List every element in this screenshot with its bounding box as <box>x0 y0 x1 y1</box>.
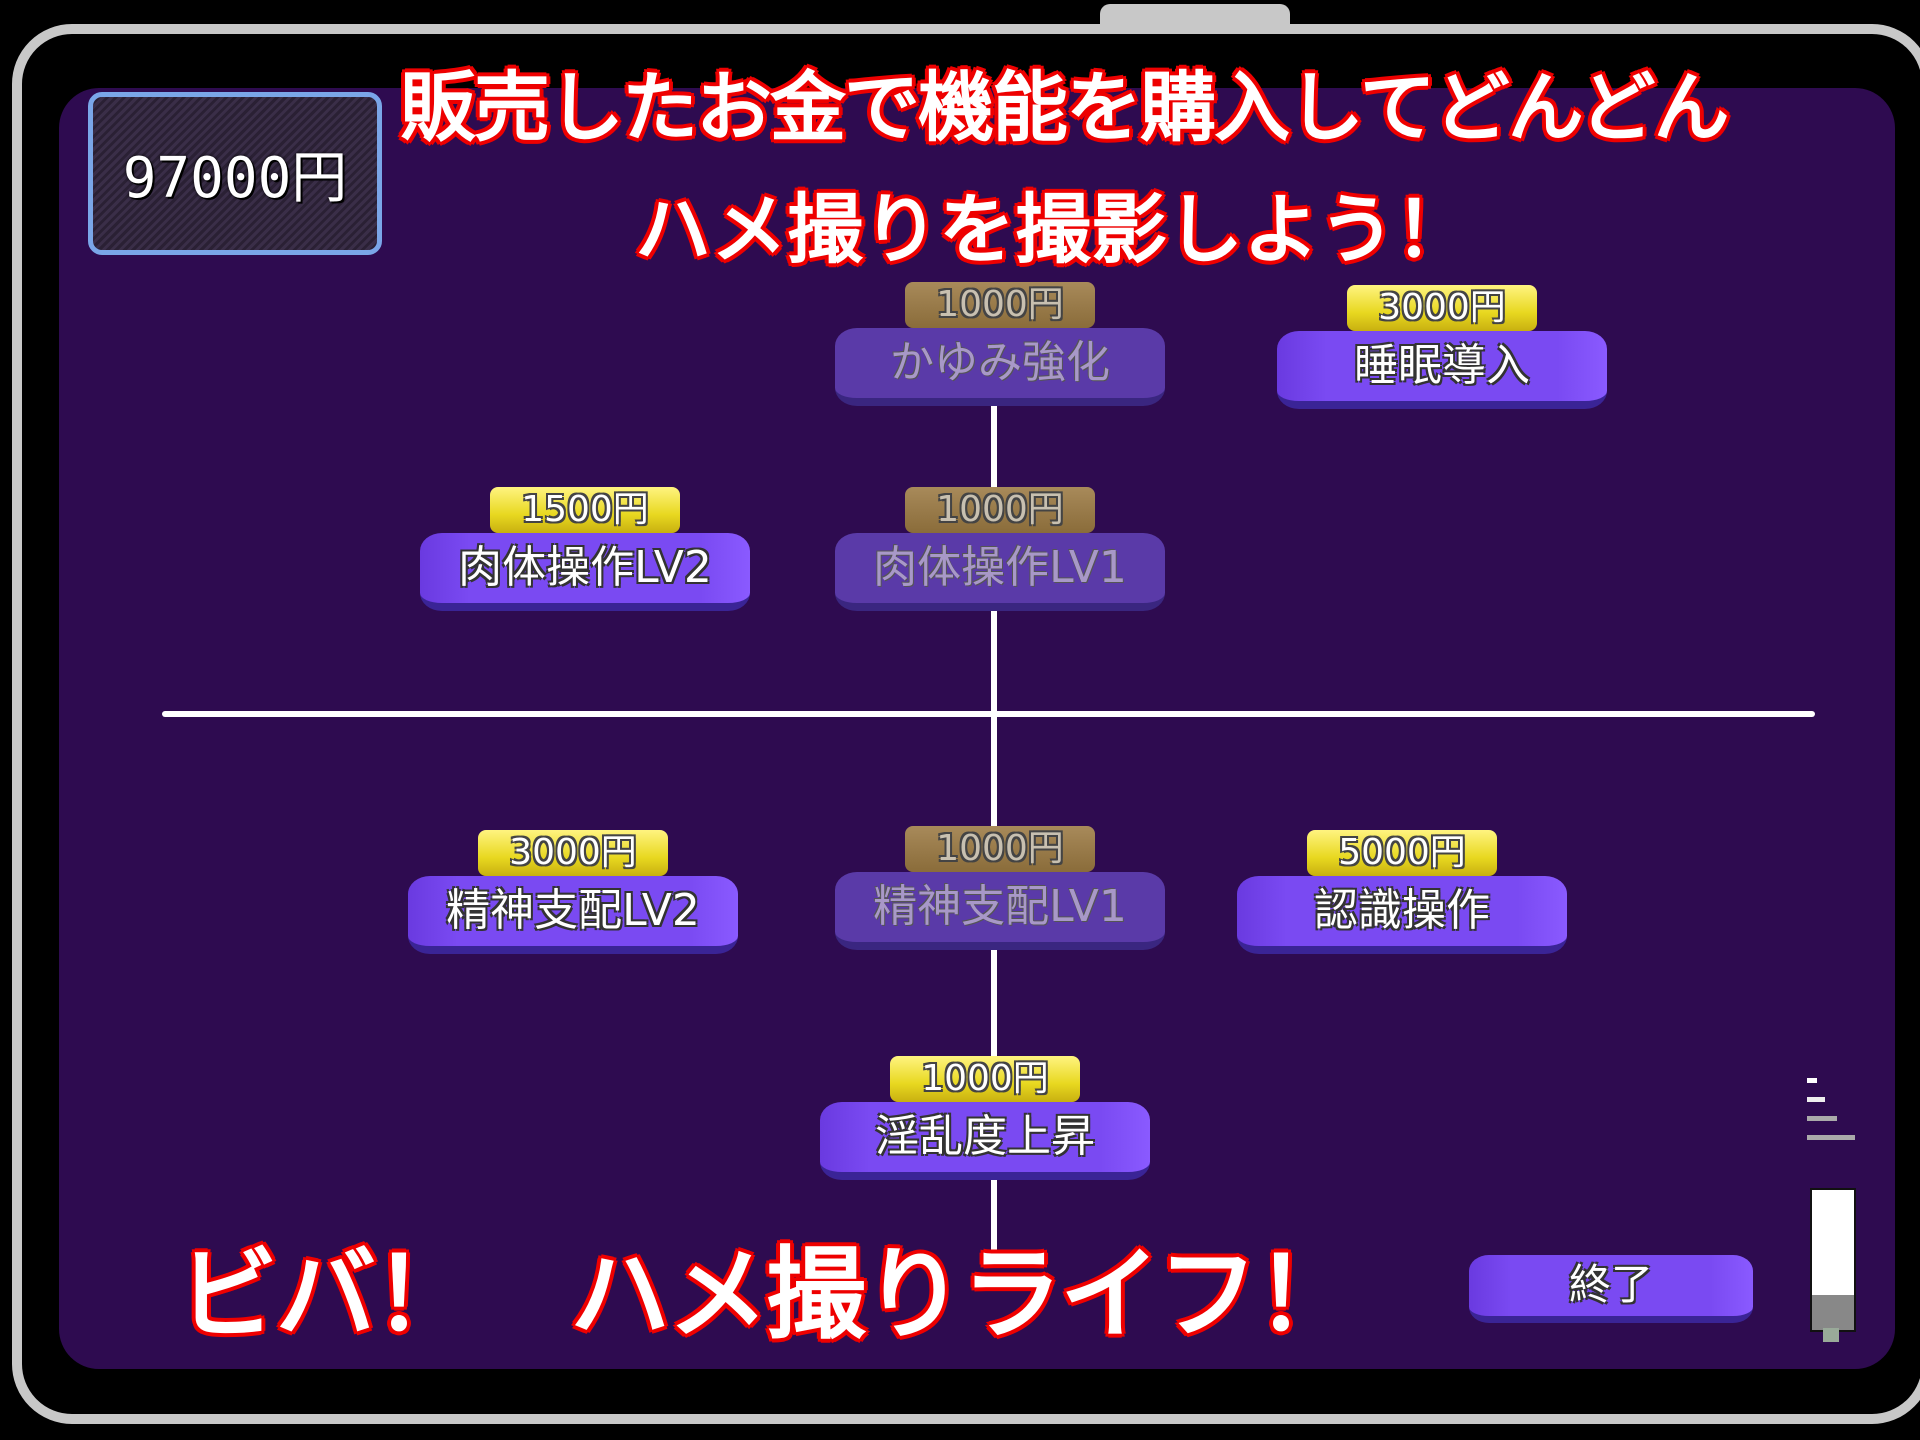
promo-line-1: 販売したお金で機能を購入してどんどん <box>400 63 1729 152</box>
price-tag: 3000円 <box>478 830 668 876</box>
price-tag: 3000円 <box>1347 285 1537 331</box>
skill-button[interactable]: 肉体操作LV2 <box>420 533 750 611</box>
price-tag: 1000円 <box>905 282 1095 328</box>
price-tag: 1000円 <box>890 1056 1080 1102</box>
skill-perception[interactable]: 5000円 認識操作 <box>1237 830 1567 956</box>
skill-button[interactable]: 精神支配LV2 <box>408 876 738 954</box>
gauge-tip <box>1823 1328 1839 1342</box>
battery-gauge <box>1810 1188 1856 1332</box>
skill-body-lv1[interactable]: 1000円 肉体操作LV1 <box>835 487 1165 613</box>
gauge-fill <box>1812 1190 1854 1295</box>
price-tag: 1000円 <box>905 826 1095 872</box>
money-display: 97000円 <box>88 92 382 255</box>
horizontal-divider <box>162 711 1815 717</box>
skill-lewdness-up[interactable]: 1000円 淫乱度上昇 <box>820 1056 1150 1182</box>
frame-notch <box>1100 4 1290 32</box>
signal-bars-icon <box>1807 1078 1857 1148</box>
price-tag: 1500円 <box>490 487 680 533</box>
promo-line-2: ハメ撮りを撮影しよう！ <box>635 185 1471 274</box>
price-tag: 5000円 <box>1307 830 1497 876</box>
skill-button[interactable]: 淫乱度上昇 <box>820 1102 1150 1180</box>
promo-bottom: ビバ！ ハメ撮りライフ！ <box>178 1236 1356 1353</box>
skill-kayumi[interactable]: 1000円 かゆみ強化 <box>835 282 1165 408</box>
skill-suimin[interactable]: 3000円 睡眠導入 <box>1277 285 1607 411</box>
skill-mind-lv1[interactable]: 1000円 精神支配LV1 <box>835 826 1165 952</box>
skill-mind-lv2[interactable]: 3000円 精神支配LV2 <box>408 830 738 956</box>
price-tag: 1000円 <box>905 487 1095 533</box>
skill-button[interactable]: かゆみ強化 <box>835 328 1165 406</box>
skill-button[interactable]: 精神支配LV1 <box>835 872 1165 950</box>
skill-button[interactable]: 睡眠導入 <box>1277 331 1607 409</box>
end-button[interactable]: 終了 <box>1469 1255 1753 1323</box>
skill-body-lv2[interactable]: 1500円 肉体操作LV2 <box>420 487 750 613</box>
vertical-divider <box>991 282 997 1251</box>
skill-button[interactable]: 認識操作 <box>1237 876 1567 954</box>
skill-button[interactable]: 肉体操作LV1 <box>835 533 1165 611</box>
